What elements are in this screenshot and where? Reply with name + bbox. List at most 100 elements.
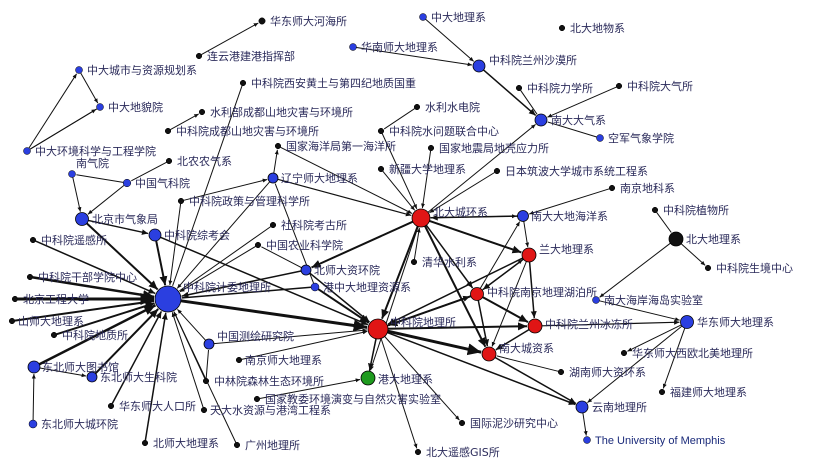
- edge-zkdl-zknj: [387, 295, 471, 327]
- node-zkdq[interactable]: [615, 82, 623, 90]
- edge-xjdx-bdch: [382, 170, 416, 211]
- node-rbzb[interactable]: [493, 167, 501, 175]
- node-ndcz[interactable]: [481, 346, 497, 362]
- node-dbsk[interactable]: [86, 371, 98, 383]
- node-mem[interactable]: [583, 436, 591, 444]
- node-zknj[interactable]: [470, 287, 484, 301]
- edge-bddl-hhhy: [599, 242, 671, 298]
- node-zdcs[interactable]: [75, 66, 83, 74]
- edge-zkgb-jwdl: [32, 276, 155, 300]
- node-gzdl[interactable]: [233, 441, 241, 449]
- node-qhsl[interactable]: [410, 258, 418, 266]
- node-ynd[interactable]: [575, 400, 589, 414]
- edge-hsdl-zkls: [356, 47, 473, 67]
- edge-zkdl-gjns: [384, 336, 460, 421]
- node-zlsl[interactable]: [202, 377, 210, 385]
- node-label-sx: 山师大地理系: [18, 314, 84, 328]
- node-hsxo[interactable]: [620, 349, 628, 357]
- node-label-bnnq: 北农农气系: [177, 154, 232, 168]
- node-xjdx[interactable]: [377, 165, 385, 173]
- node-bnnq[interactable]: [165, 157, 173, 165]
- node-jwdl[interactable]: [154, 285, 182, 313]
- node-dbcs[interactable]: [28, 419, 38, 429]
- node-zkst[interactable]: [704, 264, 712, 272]
- node-hsrk[interactable]: [107, 402, 115, 410]
- node-gjhj[interactable]: [253, 395, 261, 403]
- edge-zkcd-slcd: [170, 113, 199, 131]
- node-sky[interactable]: [269, 221, 277, 229]
- node-zdhj[interactable]: [23, 147, 31, 155]
- node-zddy[interactable]: [96, 103, 104, 111]
- node-gzdz[interactable]: [310, 282, 320, 292]
- node-slsd[interactable]: [413, 103, 421, 111]
- node-slcd[interactable]: [198, 108, 206, 116]
- node-zkgb[interactable]: [26, 273, 34, 281]
- node-zkdz[interactable]: [50, 331, 58, 339]
- node-hdhh[interactable]: [258, 17, 266, 25]
- node-label-hnsz: 湖南师大资环系: [569, 365, 646, 379]
- node-zkyg[interactable]: [29, 236, 37, 244]
- node-zddl[interactable]: [419, 13, 427, 21]
- node-gjdz[interactable]: [427, 144, 435, 152]
- node-fjsd[interactable]: [658, 388, 666, 396]
- node-bdws[interactable]: [558, 24, 566, 32]
- node-bsdl[interactable]: [141, 439, 149, 447]
- node-sx[interactable]: [8, 317, 16, 325]
- node-bjqx[interactable]: [75, 212, 89, 226]
- node-lzdl[interactable]: [521, 247, 537, 263]
- node-lyg[interactable]: [195, 52, 203, 60]
- node-gzdlx[interactable]: [360, 370, 376, 386]
- node-hsdl2[interactable]: [680, 315, 694, 329]
- node-zgqx[interactable]: [122, 178, 132, 188]
- node-zklb[interactable]: [527, 318, 543, 334]
- node-zgch[interactable]: [203, 338, 215, 350]
- node-hhhy[interactable]: [592, 296, 600, 304]
- edge-kjqx-nddq: [547, 121, 597, 138]
- node-ndnk[interactable]: [608, 184, 616, 192]
- node-zkll[interactable]: [515, 84, 523, 92]
- node-bddl[interactable]: [668, 231, 684, 247]
- node-gjhy[interactable]: [274, 142, 282, 150]
- node-kjqx[interactable]: [596, 134, 604, 142]
- node-zkzw[interactable]: [651, 206, 659, 214]
- edge-zgch-jwdl: [177, 308, 206, 341]
- edge-gjhj-gzdlx: [259, 378, 361, 399]
- node-bszh[interactable]: [300, 264, 312, 276]
- node-label-zkcd: 中科院成都山地灾害与环境所: [176, 124, 319, 138]
- edge-rbzb-bdch: [429, 172, 495, 214]
- node-nsdl[interactable]: [235, 356, 243, 364]
- node-label-zknj: 中科院南京地理湖泊所: [487, 285, 597, 299]
- edge-hsdl2-fjsd: [662, 327, 686, 389]
- node-hsdl[interactable]: [349, 43, 357, 51]
- node-dbts[interactable]: [27, 360, 41, 374]
- node-zkswt[interactable]: [377, 127, 385, 135]
- node-hnsz[interactable]: [557, 368, 565, 376]
- edge-zkll-nddq: [520, 90, 538, 115]
- edge-nsdl-zkdl: [241, 330, 368, 360]
- node-gjns[interactable]: [458, 419, 466, 427]
- edge-ynd-mem: [582, 412, 588, 436]
- edge-ndnk-nddh: [529, 188, 610, 215]
- node-bdch[interactable]: [411, 208, 431, 228]
- node-zkzh[interactable]: [148, 228, 162, 242]
- node-zkdl[interactable]: [367, 318, 389, 340]
- node-zkxa[interactable]: [239, 79, 247, 87]
- node-nq[interactable]: [68, 170, 76, 178]
- node-bdyg[interactable]: [414, 448, 422, 456]
- node-zkls[interactable]: [472, 59, 486, 73]
- node-lnsd[interactable]: [267, 172, 279, 184]
- edge-hsdl2-hsxo: [627, 324, 682, 352]
- node-bjgy[interactable]: [11, 295, 19, 303]
- node-zkcd[interactable]: [164, 127, 172, 135]
- edge-zkls-nddq: [483, 69, 537, 116]
- node-znky[interactable]: [254, 241, 262, 249]
- edge-gzdlx-zkdl: [368, 339, 377, 372]
- node-nddh[interactable]: [517, 210, 529, 222]
- node-label-nddq: 南大大气系: [551, 113, 606, 127]
- node-tdsz[interactable]: [200, 406, 208, 414]
- node-nddq[interactable]: [534, 113, 548, 127]
- node-zkzc[interactable]: [177, 197, 185, 205]
- node-label-mem: The University of Memphis: [595, 435, 726, 447]
- node-label-zkyg: 中科院遥感所: [41, 233, 107, 247]
